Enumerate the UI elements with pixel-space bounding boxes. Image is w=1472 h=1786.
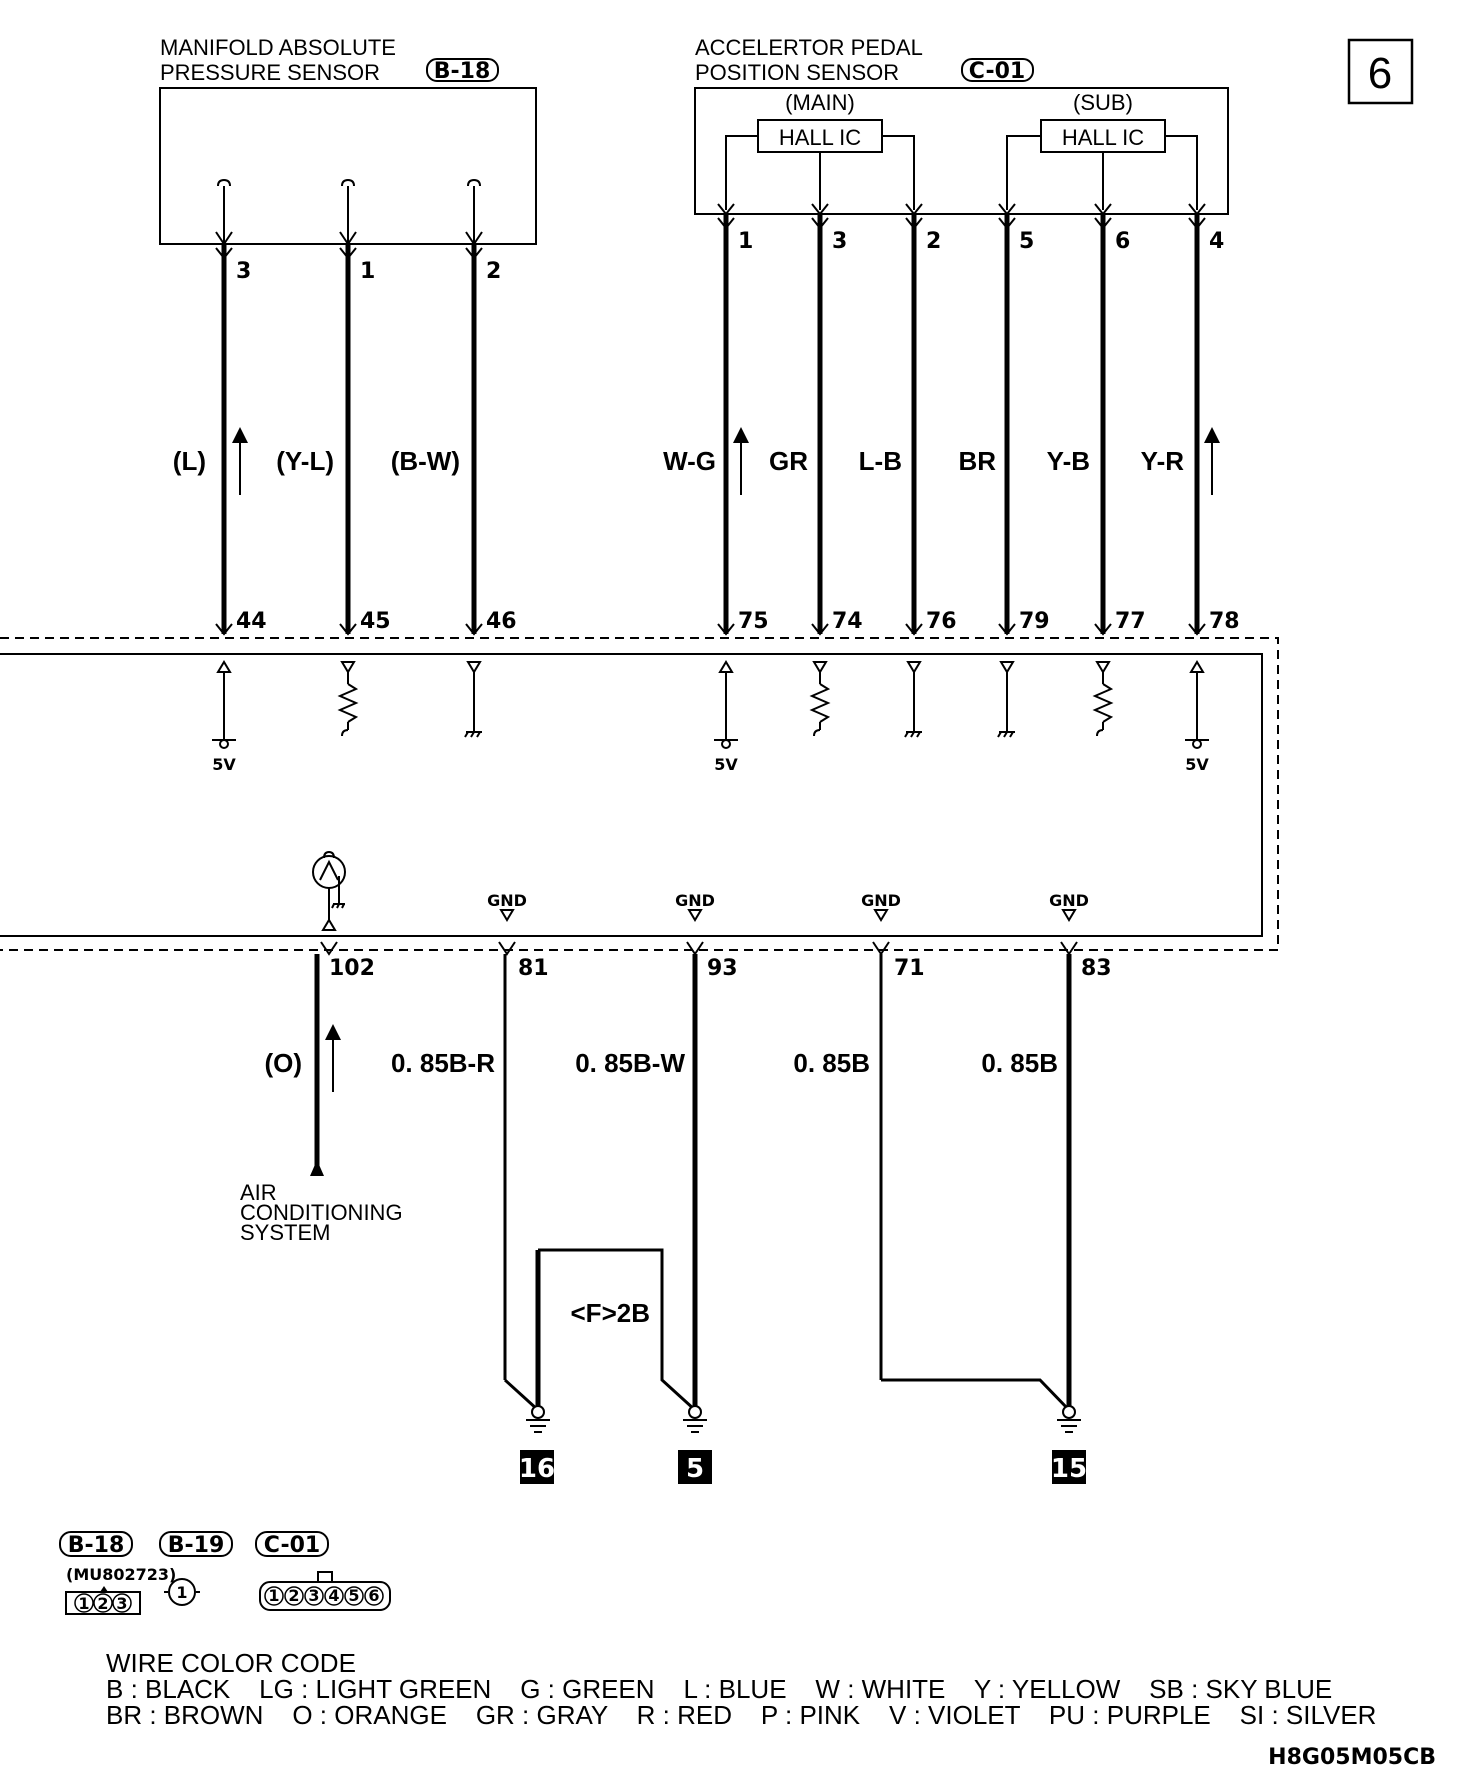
ac-system-2: CONDITIONING (240, 1200, 403, 1225)
ecu-pin-74: 74 (832, 609, 863, 634)
ecu-pin-102: 102 (329, 956, 375, 981)
app-sub-label: (SUB) (1073, 90, 1133, 115)
ecu-outline-dashed (0, 637, 1279, 951)
map-wire-color-3: (B-W) (391, 446, 460, 476)
ecu-internal-circuits (212, 660, 1209, 931)
legend-c01-pin-5: 5 (348, 1586, 359, 1605)
app-wire-color-1: W-G (663, 446, 716, 476)
app-sensor-title-1: ACCELERTOR PEDAL (695, 35, 923, 60)
app-pin-6: 6 (1115, 229, 1130, 254)
ecu-pin-83: 83 (1081, 956, 1112, 981)
app-sensor-title-2: POSITION SENSOR (695, 60, 899, 85)
app-connector-tag (961, 58, 1034, 82)
ecu-pin-44: 44 (236, 609, 267, 634)
map-pin-2: 2 (486, 259, 501, 284)
app-pin-5: 5 (1019, 229, 1034, 254)
ecu-pin-78: 78 (1209, 609, 1240, 634)
wire-color-code-title: WIRE COLOR CODE (106, 1648, 356, 1678)
figure-code: H8G05M05CB (1268, 1745, 1436, 1770)
app-wire-color-4: BR (958, 446, 996, 476)
ecu-pin-75: 75 (738, 609, 769, 634)
ground-point-5-text: 5 (686, 1454, 704, 1484)
hall-ic-main (757, 119, 883, 153)
gnd-label-81: GND (487, 891, 527, 910)
legend-c01-pin-1: 1 (268, 1586, 279, 1605)
legend-c01: C-01 (264, 1533, 320, 1558)
legend-c01-pin-2: 2 (288, 1586, 299, 1605)
app-main-label: (MAIN) (785, 90, 855, 115)
app-wire-color-3: L-B (859, 446, 902, 476)
page-number-box (1347, 38, 1414, 105)
ecu-pin-93: 93 (707, 956, 738, 981)
hall-ic-main-text: HALL IC (779, 125, 861, 150)
app-wire-color-5: Y-B (1047, 446, 1090, 476)
ecu-pin-81: 81 (518, 956, 549, 981)
hall-ic-sub-text: HALL IC (1062, 125, 1144, 150)
map-pin-3: 3 (236, 259, 251, 284)
wire-color-code-row-1: B : BLACK LG : LIGHT GREEN G : GREEN L :… (106, 1674, 1332, 1704)
supply-5v-3: 5V (1185, 755, 1209, 774)
ac-system-1: AIR (240, 1180, 277, 1205)
legend-c01-pin-4: 4 (328, 1586, 339, 1605)
ecu-pin-45: 45 (360, 609, 391, 634)
map-pin-1: 1 (360, 259, 375, 284)
supply-5v-1: 5V (212, 755, 236, 774)
legend-b18: B-18 (68, 1533, 125, 1558)
ground-point-16-text: 16 (519, 1454, 555, 1484)
app-pin-1: 1 (738, 229, 753, 254)
page-number: 6 (1368, 49, 1392, 98)
ground-symbols (526, 1405, 1081, 1433)
app-wires (717, 203, 1206, 636)
ground-point-15 (1052, 1450, 1086, 1484)
ground-point-5 (678, 1450, 712, 1484)
wire-color-71: 0. 85B (793, 1048, 870, 1078)
map-wire-color-1: (L) (173, 446, 206, 476)
ecu-pin-71: 71 (894, 956, 925, 981)
map-sensor-title-1: MANIFOLD ABSOLUTE (160, 35, 396, 60)
map-sensor-title-2: PRESSURE SENSOR (160, 60, 380, 85)
bottom-wires (314, 941, 1078, 1412)
gnd-label-71: GND (861, 891, 901, 910)
legend-b18-pin-2: 2 (97, 1594, 108, 1613)
app-pin-2: 2 (926, 229, 941, 254)
connector-legend: B-18 (MU802723) 1 2 3 B-19 1 C-01 1 2 3 … (59, 1531, 391, 1615)
legend-b19: B-19 (168, 1533, 225, 1558)
wire-color-102: (O) (264, 1048, 302, 1078)
app-sensor-box (694, 87, 1229, 215)
wire-color-93: 0. 85B-W (575, 1048, 685, 1078)
wire-color-code-row-2: BR : BROWN O : ORANGE GR : GRAY R : RED … (106, 1700, 1376, 1730)
legend-b18-pin-1: 1 (78, 1594, 89, 1613)
gnd-label-83: GND (1049, 891, 1089, 910)
map-wire-color-2: (Y-L) (276, 446, 334, 476)
supply-5v-2: 5V (714, 755, 738, 774)
app-wire-color-6: Y-R (1141, 446, 1185, 476)
wire-color-81: 0. 85B-R (391, 1048, 495, 1078)
ecu-pin-46: 46 (486, 609, 517, 634)
legend-b19-pin-1: 1 (176, 1583, 187, 1602)
app-wire-color-2: GR (769, 446, 808, 476)
app-internal-wires (725, 135, 1198, 210)
ac-terminal-arrow (310, 1160, 324, 1176)
legend-b18-part: (MU802723) (66, 1565, 176, 1584)
legend-c01-pin-6: 6 (368, 1586, 379, 1605)
app-pin-3: 3 (832, 229, 847, 254)
ecu-pin-79: 79 (1019, 609, 1050, 634)
app-connector-tag-text: C-01 (969, 59, 1025, 84)
ground-point-15-text: 15 (1051, 1454, 1087, 1484)
ground-point-16 (520, 1450, 554, 1484)
map-wires (215, 179, 483, 636)
map-connector-tag (426, 58, 499, 82)
ecu-pin-76: 76 (926, 609, 957, 634)
ac-system-3: SYSTEM (240, 1220, 330, 1245)
map-connector-tag-text: B-18 (434, 59, 491, 84)
app-pin-4: 4 (1209, 229, 1224, 254)
legend-c01-pin-3: 3 (308, 1586, 319, 1605)
gnd-label-93: GND (675, 891, 715, 910)
ecu-pin-77: 77 (1115, 609, 1146, 634)
ecu-outline-solid (0, 653, 1263, 937)
legend-b18-pin-3: 3 (116, 1594, 127, 1613)
junction-label: <F>2B (571, 1298, 651, 1328)
wire-color-83: 0. 85B (981, 1048, 1058, 1078)
